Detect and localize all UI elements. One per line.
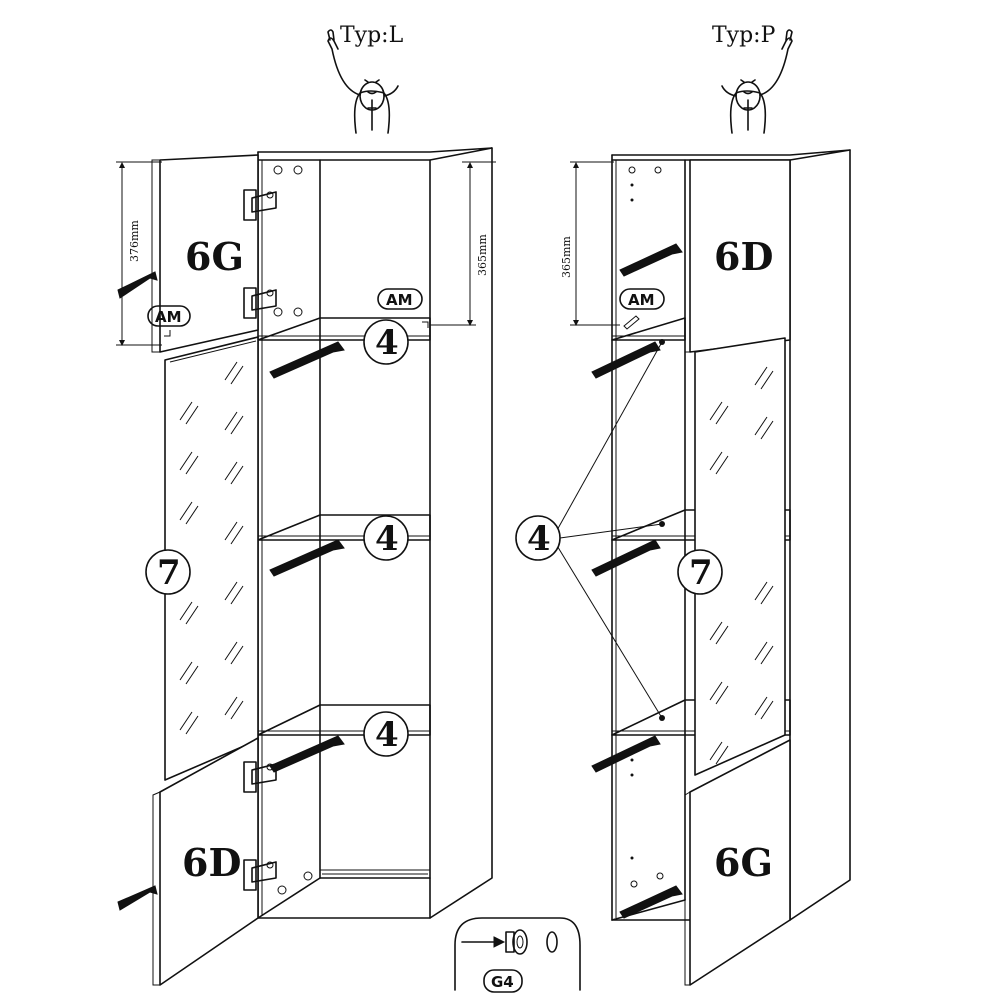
upper-door-left: 6G: [151, 154, 303, 353]
leader-lines: [555, 339, 665, 721]
arrow-icon: [493, 936, 506, 948]
hinge-icon: [243, 859, 277, 891]
peg-holes: [628, 166, 664, 888]
hinge-mark-am-left-1: AM: [147, 305, 191, 337]
glass-reflection: [179, 361, 244, 735]
arrow-icon: [591, 735, 661, 773]
arrow-icon: [269, 341, 345, 379]
door-label-6d-right: 6D: [714, 234, 773, 279]
knob-icon: [505, 929, 528, 955]
detail-label-g4: G4: [491, 973, 514, 991]
dimension-365-left: 365mm: [430, 161, 496, 326]
arrow-icon: [591, 341, 661, 379]
right-view: Typ:P: [515, 23, 851, 986]
hinge-icon: [243, 189, 277, 221]
person-pointing-icon-right: [721, 29, 793, 134]
arrow-icon: [619, 885, 683, 919]
door-label-6g-right: 6G: [714, 840, 773, 885]
lower-door-left: 6D: [152, 737, 313, 986]
person-pointing-icon-left: [327, 29, 399, 134]
svg-text:4: 4: [375, 519, 399, 559]
arrow-icon: [619, 243, 683, 277]
svg-text:7: 7: [689, 553, 713, 593]
arrow-icon: [269, 539, 345, 577]
part-label-4-left-mid: 4: [363, 515, 409, 561]
svg-text:4: 4: [375, 715, 399, 755]
arrow-icon: [591, 539, 661, 577]
door-label-6g-left: 6G: [185, 234, 244, 279]
svg-text:4: 4: [375, 323, 399, 363]
dimension-376: 376mm: [116, 161, 162, 346]
svg-text:AM: AM: [386, 291, 413, 309]
dimension-label-365-right: 365mm: [560, 236, 573, 278]
type-label-left: Typ:L: [340, 23, 404, 48]
arrow-icon: [269, 735, 345, 773]
svg-text:7: 7: [157, 553, 181, 593]
dimension-label-365-left: 365mm: [476, 234, 489, 276]
arrow-icon: [117, 885, 158, 911]
glass-door-left: [164, 336, 259, 781]
type-label-right: Typ:P: [712, 23, 776, 48]
svg-text:AM: AM: [155, 308, 182, 326]
part-label-4-left-top: 4: [363, 319, 409, 365]
dimension-label-376: 376mm: [128, 220, 141, 262]
hinge-mark-am-right: AM: [619, 288, 665, 330]
hinge-icon: [243, 287, 277, 319]
part-label-7-right: 7: [677, 549, 723, 595]
part-label-4-left-bottom: 4: [363, 711, 409, 757]
detail-g4: G4: [454, 917, 581, 993]
svg-text:4: 4: [527, 519, 551, 559]
part-label-4-right: 4: [515, 515, 561, 561]
door-label-6d-left: 6D: [182, 840, 241, 885]
knob-front-icon: [546, 931, 558, 953]
left-view: Typ:L: [116, 23, 496, 986]
glass-door-right: [694, 337, 786, 776]
dimension-365-right: 365mm: [560, 161, 620, 326]
part-label-7-left: 7: [145, 549, 191, 595]
lower-door-right: 6G: [684, 739, 791, 986]
upper-door-right: 6D: [684, 159, 791, 353]
arrow-icon: [117, 271, 158, 299]
svg-text:AM: AM: [628, 291, 655, 309]
hinge-mark-am-left-2: AM: [377, 288, 429, 328]
glass-reflection: [709, 366, 774, 765]
